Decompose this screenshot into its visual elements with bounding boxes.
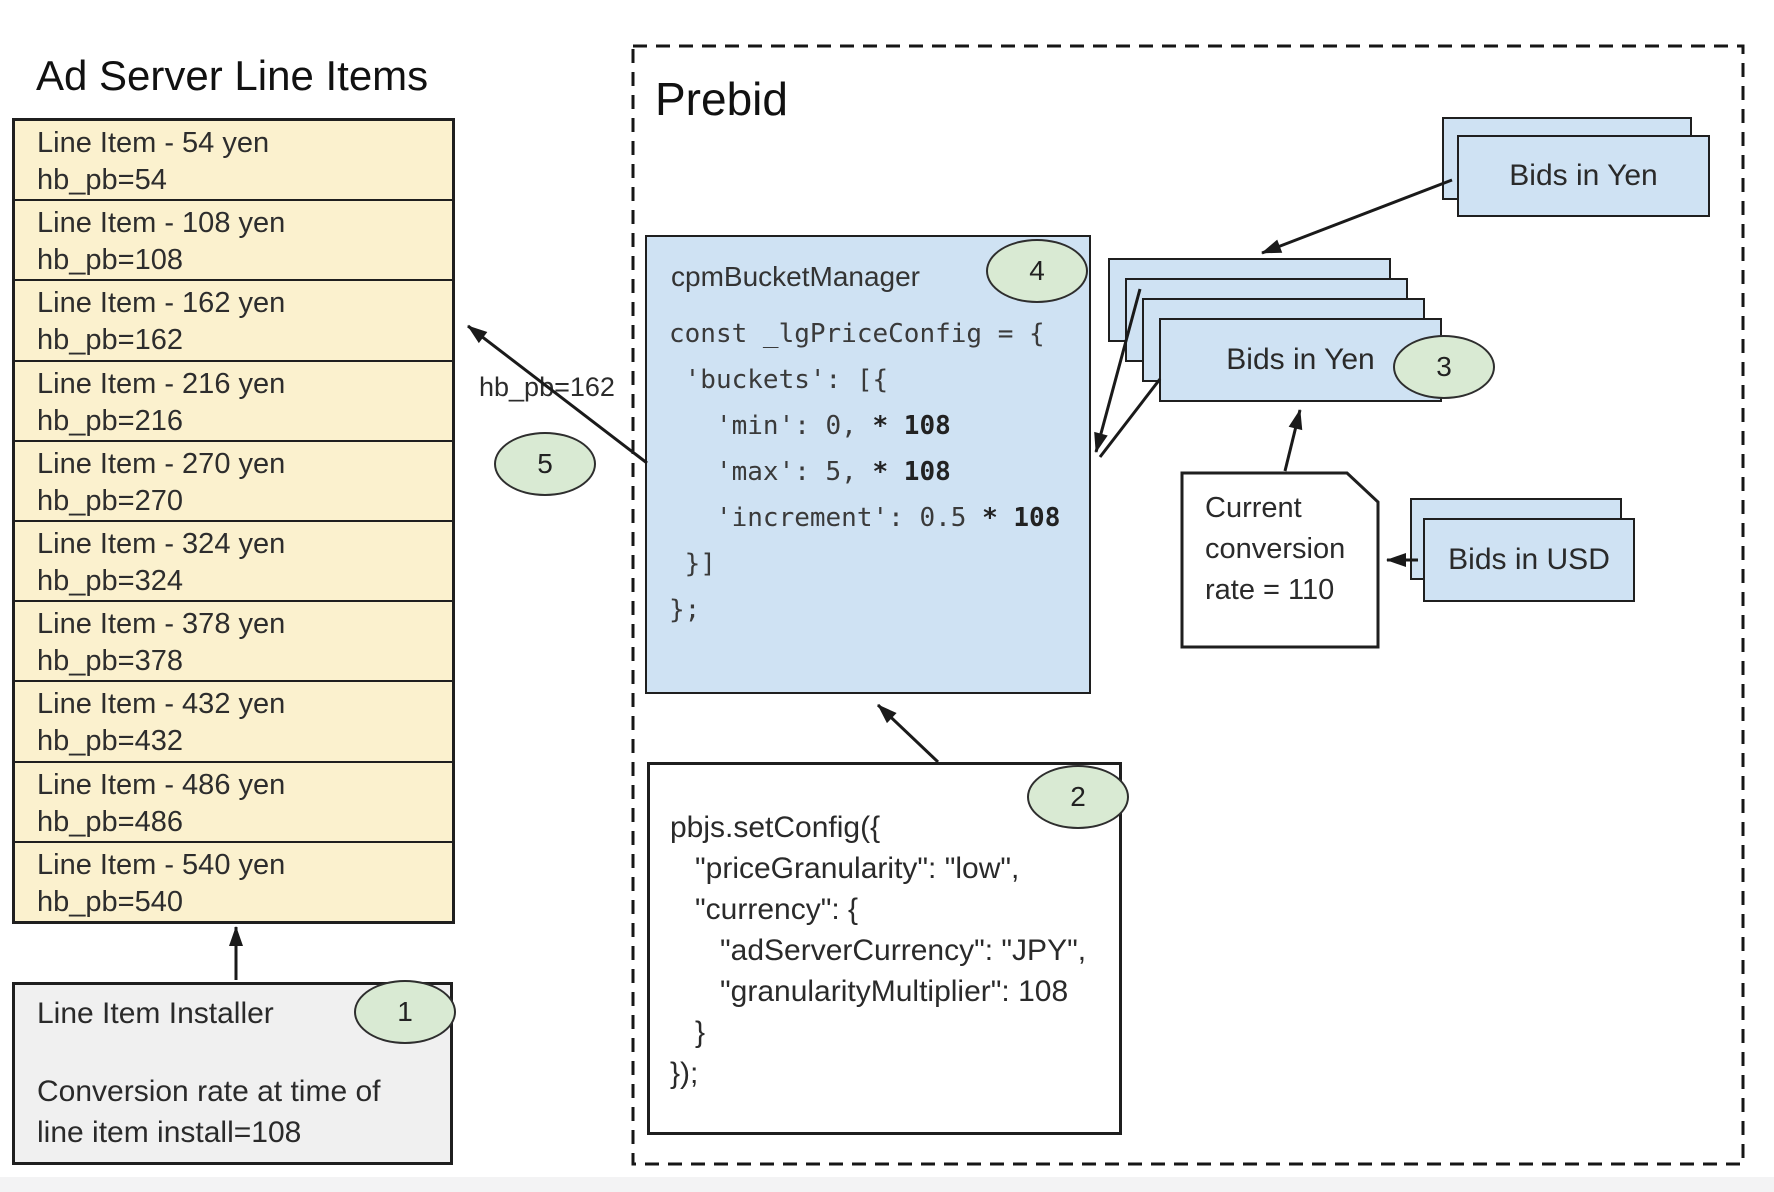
step-badge-5: 5	[494, 432, 596, 496]
line-item-row: Line Item - 432 yen hb_pb=432	[15, 682, 452, 763]
installer-note: Conversion rate at time of line item ins…	[37, 1075, 381, 1149]
step-badge-1: 1	[354, 980, 456, 1044]
bucket-manager-code: const _lgPriceConfig = { 'buckets': [{ '…	[669, 319, 1061, 625]
bucket-manager-label: cpmBucketManager	[671, 261, 921, 292]
bids-in-usd-card: Bids in USD	[1423, 518, 1635, 602]
line-item-table: Line Item - 54 yen hb_pb=54 Line Item - …	[12, 118, 455, 924]
step-badge-2: 2	[1027, 765, 1129, 829]
line-item-row: Line Item - 378 yen hb_pb=378	[15, 602, 452, 683]
line-item-row: Line Item - 162 yen hb_pb=162	[15, 281, 452, 362]
setconfig-to-bucket-arrow	[876, 703, 940, 764]
line-item-row: Line Item - 324 yen hb_pb=324	[15, 522, 452, 603]
prebid-title: Prebid	[655, 73, 788, 125]
line-item-row: Line Item - 108 yen hb_pb=108	[15, 201, 452, 282]
note-to-stack-arrow	[1283, 409, 1303, 472]
line-item-row: Line Item - 216 yen hb_pb=216	[15, 362, 452, 442]
line-item-row: Line Item - 270 yen hb_pb=270	[15, 442, 452, 523]
set-config-code: pbjs.setConfig({ "priceGranularity": "lo…	[670, 811, 1087, 1090]
cpm-bucket-manager-box: cpmBucketManager const _lgPriceConfig = …	[645, 235, 1091, 694]
conversion-rate-note: Current conversion rate = 110	[1205, 492, 1346, 606]
line-item-row: Line Item - 486 yen hb_pb=486	[15, 763, 452, 843]
hb-pb-arrow-label: hb_pb=162	[479, 372, 615, 402]
stack-to-bucket-arrow-b	[1098, 378, 1162, 458]
bottom-strip	[0, 1177, 1774, 1192]
ad-server-title: Ad Server Line Items	[36, 52, 429, 99]
step-badge-3: 3	[1393, 335, 1495, 399]
bids-in-yen-top-card: Bids in Yen	[1457, 135, 1710, 217]
line-item-row: Line Item - 540 yen hb_pb=540	[37, 848, 286, 918]
topcard-to-stack-arrow	[1261, 178, 1453, 255]
line-item-row: Line Item - 54 yen hb_pb=54	[15, 121, 452, 202]
step-badge-4: 4	[986, 239, 1088, 303]
installer-title: Line Item Installer	[37, 997, 274, 1030]
